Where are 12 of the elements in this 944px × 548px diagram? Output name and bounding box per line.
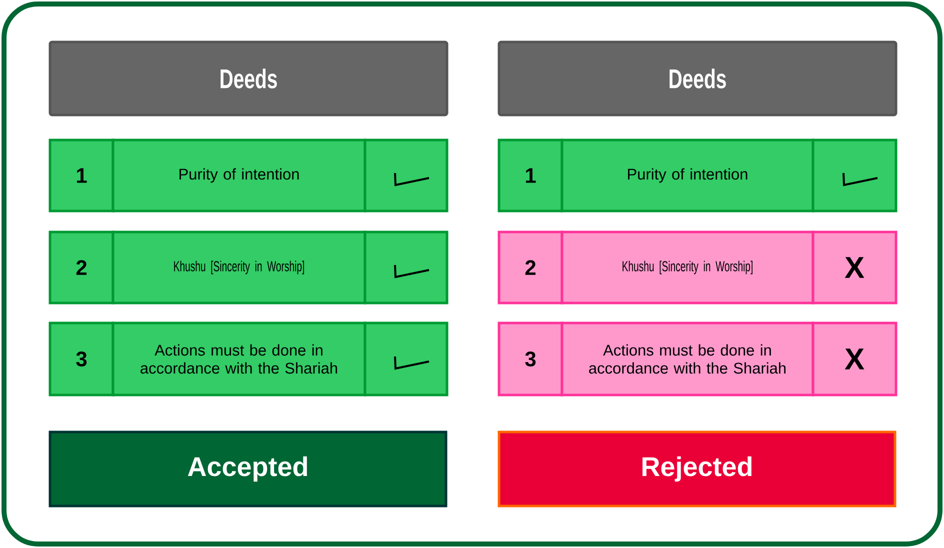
mark-cell: X bbox=[812, 322, 898, 396]
number-cell: 3 bbox=[48, 322, 114, 396]
result-box: Rejected bbox=[498, 430, 896, 508]
mark-cell: X bbox=[812, 230, 898, 304]
header-box: Deeds bbox=[498, 40, 898, 116]
number-cell: 2 bbox=[48, 230, 114, 304]
number-cell: 3 bbox=[498, 322, 564, 396]
number-cell: 1 bbox=[498, 138, 564, 212]
header-box: Deeds bbox=[48, 40, 448, 116]
result-box: Accepted bbox=[48, 430, 448, 508]
number-cell: 2 bbox=[498, 230, 564, 304]
number-cell: 1 bbox=[48, 138, 114, 212]
